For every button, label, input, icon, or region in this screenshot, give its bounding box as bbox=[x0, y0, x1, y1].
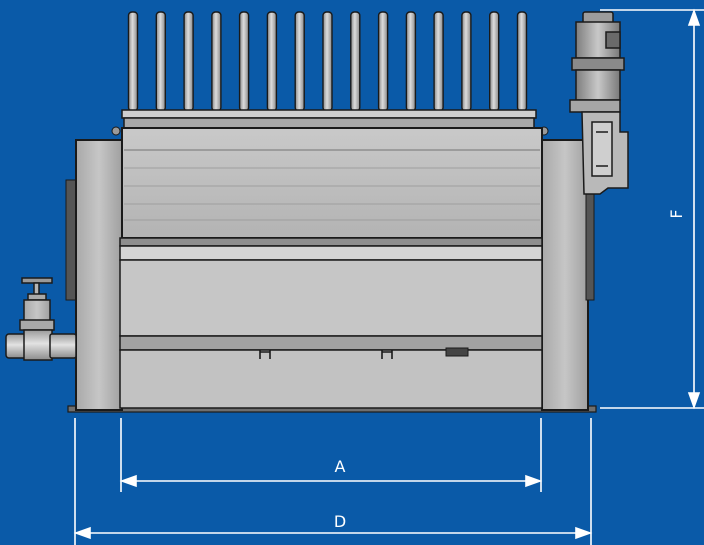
latch-bracket bbox=[259, 350, 393, 359]
vent-tube bbox=[489, 11, 500, 112]
left-side-frame bbox=[65, 139, 123, 411]
vent-tube bbox=[127, 11, 139, 112]
vent-tube bbox=[433, 11, 444, 112]
vent-tube bbox=[461, 11, 472, 112]
dimension-label-d: D bbox=[334, 512, 346, 531]
dimension-f-arrow-bottom bbox=[687, 392, 701, 410]
vent-tube bbox=[294, 11, 305, 112]
nameplate bbox=[445, 347, 469, 357]
dimension-f-arrow-top bbox=[687, 8, 701, 26]
vent-tube bbox=[211, 11, 222, 112]
main-body bbox=[119, 127, 543, 409]
vent-tube bbox=[238, 11, 250, 112]
vent-tube bbox=[155, 11, 167, 112]
dimension-lines bbox=[73, 8, 704, 545]
vent-tube bbox=[266, 11, 278, 112]
dimension-a-arrow-right bbox=[525, 474, 543, 488]
vent-tube bbox=[516, 11, 528, 112]
vent-tube bbox=[377, 11, 389, 112]
vent-tube bbox=[405, 11, 417, 112]
inlet-valve bbox=[5, 277, 77, 361]
right-side-frame bbox=[541, 139, 595, 411]
drive-motor bbox=[569, 11, 629, 195]
dimension-label-a: A bbox=[335, 457, 346, 476]
dimension-d-arrow-left bbox=[73, 526, 91, 540]
dimension-d-arrow-right bbox=[575, 526, 593, 540]
dimension-a-arrow-left bbox=[119, 474, 137, 488]
vent-tubes bbox=[127, 11, 528, 112]
vent-tube bbox=[322, 11, 333, 112]
vent-tube bbox=[350, 11, 361, 112]
dimension-label-f: F bbox=[667, 209, 686, 218]
vent-tube bbox=[183, 11, 194, 112]
